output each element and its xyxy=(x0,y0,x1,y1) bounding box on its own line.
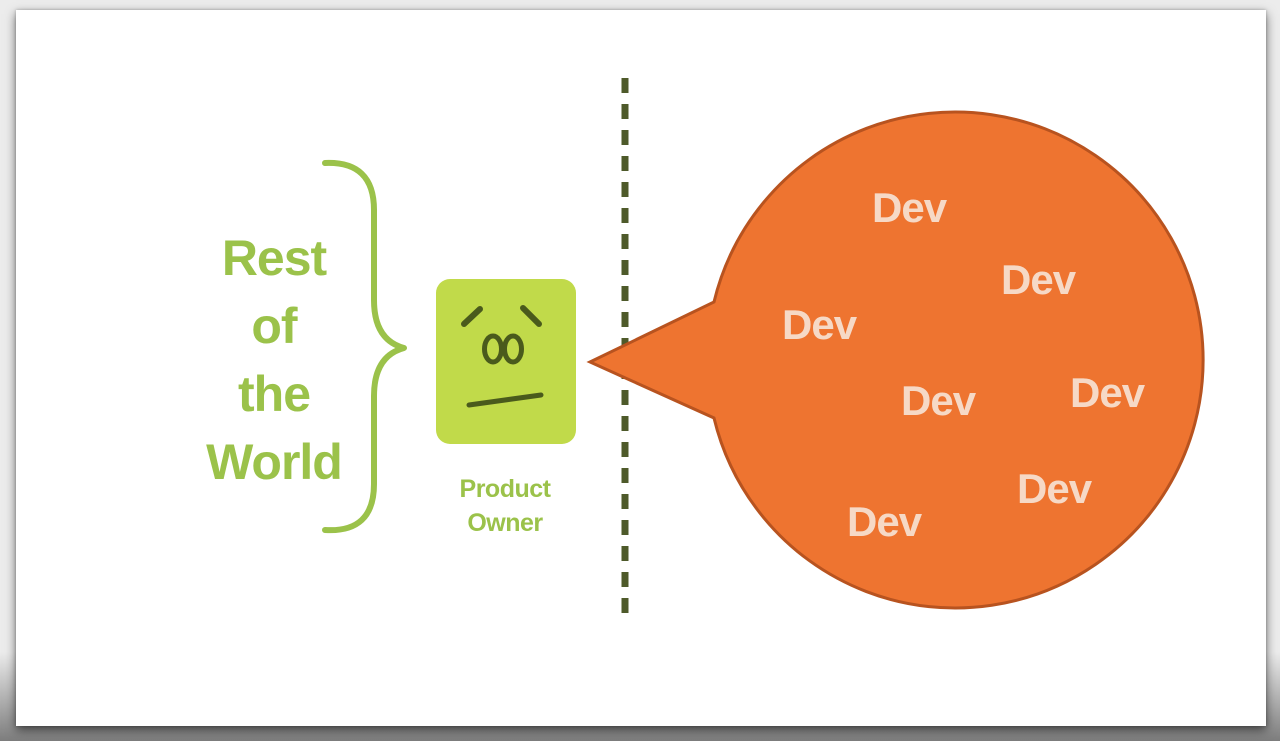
mouth xyxy=(466,392,544,408)
product-owner-box xyxy=(436,279,576,444)
dev-label: Dev xyxy=(872,184,947,231)
dev-label: Dev xyxy=(1001,256,1076,303)
right-eyebrow xyxy=(520,305,542,327)
product-owner-label: Product Owner xyxy=(459,475,551,537)
right-curly-brace-icon xyxy=(322,159,407,534)
dev-team-speech-bubble xyxy=(586,110,1205,610)
dev-label: Dev xyxy=(782,301,857,348)
dev-label: Dev xyxy=(847,498,922,545)
left-eyebrow xyxy=(461,306,483,327)
dev-label: Dev xyxy=(1070,369,1145,416)
worried-face-icon xyxy=(461,305,544,408)
right-eye xyxy=(502,333,524,365)
dev-label: Dev xyxy=(901,377,976,424)
dev-label: Dev xyxy=(1017,465,1092,512)
left-eye xyxy=(482,333,504,365)
rest-of-world-label: Rest of the World xyxy=(206,230,343,490)
